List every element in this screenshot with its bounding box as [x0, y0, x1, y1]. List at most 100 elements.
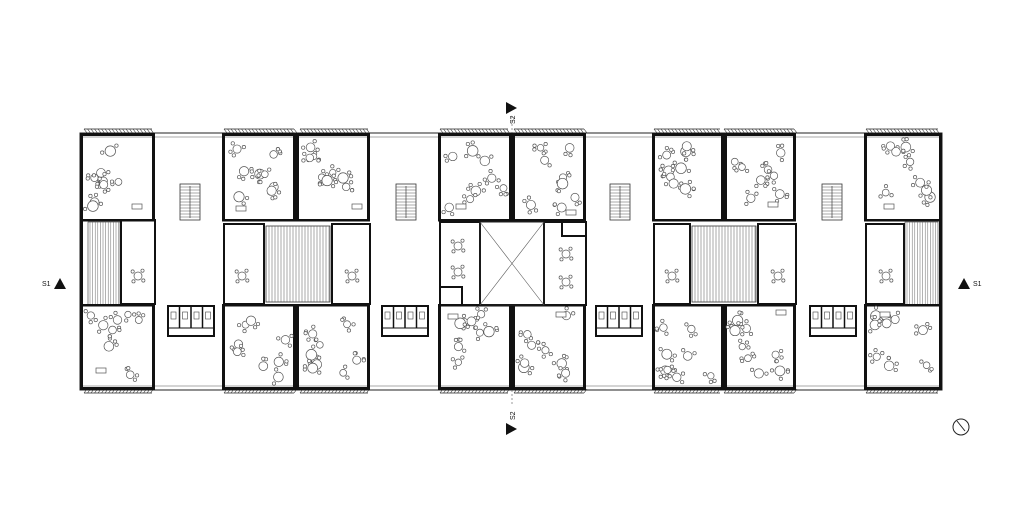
wall [864, 304, 942, 307]
table-with-chairs [233, 191, 250, 206]
table-with-chairs [670, 160, 691, 174]
meeting-table [130, 268, 146, 284]
table-with-chairs [776, 143, 786, 163]
section-marker-s2-bottom: S2 [506, 390, 517, 435]
table-with-chairs [464, 140, 479, 159]
table-with-chairs [556, 366, 571, 383]
stair [609, 183, 631, 221]
table-with-chairs [342, 180, 355, 193]
table-with-chairs [450, 355, 465, 370]
table-with-chairs [97, 315, 109, 334]
wall [509, 304, 512, 390]
table-with-chairs [702, 372, 717, 385]
table-with-chairs [744, 189, 759, 206]
table-with-chairs [681, 348, 697, 361]
table-with-chairs [483, 322, 500, 338]
table-with-chairs [750, 367, 769, 379]
table-with-chairs [658, 347, 677, 363]
meeting-table [664, 268, 680, 284]
table-with-chairs [276, 333, 294, 348]
wall [438, 304, 441, 390]
table-with-chairs [473, 325, 484, 341]
wall [652, 133, 655, 221]
shading-strip [439, 128, 510, 134]
wall [939, 133, 942, 390]
shading-strip [723, 128, 798, 134]
small-room [757, 223, 797, 305]
table-with-chairs [734, 163, 750, 173]
table-with-chairs [83, 200, 103, 212]
table-with-chairs [868, 314, 883, 334]
table-with-chairs [658, 365, 672, 379]
table-with-chairs [229, 343, 246, 358]
table-with-chairs [738, 319, 754, 337]
wall [80, 304, 155, 307]
wall [296, 304, 299, 390]
table-with-chairs [340, 316, 356, 333]
shading-strip [513, 388, 588, 394]
table-with-chairs [684, 322, 698, 338]
wall [652, 219, 724, 222]
section-marker-s1-left: S1 [42, 278, 66, 289]
stair [395, 183, 417, 221]
table-with-chairs [466, 181, 486, 197]
wall [152, 304, 155, 390]
meeting-table [558, 274, 574, 290]
toilet-block [595, 305, 643, 337]
table-with-chairs [269, 147, 283, 159]
desk [95, 367, 107, 374]
table-with-chairs [772, 187, 790, 204]
table-with-chairs [245, 315, 261, 330]
wall [222, 387, 370, 390]
toilet-blocks [167, 305, 857, 337]
wall [724, 304, 796, 307]
small-room [653, 223, 691, 305]
stair [179, 183, 201, 221]
table-with-chairs [453, 337, 467, 353]
desk [883, 203, 895, 210]
wall [512, 219, 586, 222]
table-with-chairs [891, 147, 906, 157]
table-with-chairs [124, 366, 140, 382]
table-with-chairs [532, 141, 548, 154]
table-with-chairs [725, 321, 745, 337]
wall [80, 219, 155, 222]
table-with-chairs [552, 202, 567, 217]
table-with-chairs [109, 178, 123, 187]
small-room [331, 223, 371, 305]
wall [652, 387, 796, 390]
table-with-chairs [100, 143, 119, 157]
svg-text:S1: S1 [42, 281, 51, 288]
table-with-chairs [94, 176, 111, 194]
wall [438, 387, 586, 390]
small-room [120, 219, 156, 305]
meeting-table [878, 268, 894, 284]
toilet-block [167, 305, 215, 337]
table-with-chairs [473, 306, 488, 322]
table-with-chairs [302, 358, 322, 375]
wall [583, 133, 586, 221]
table-with-chairs [303, 324, 318, 342]
svg-text:S2: S2 [510, 411, 517, 420]
stairs [179, 183, 843, 303]
table-with-chairs [654, 318, 669, 336]
table-with-chairs [883, 355, 899, 373]
wall [724, 304, 727, 390]
table-with-chairs [228, 141, 246, 158]
table-with-chairs [919, 359, 934, 373]
table-with-chairs [911, 175, 929, 189]
wall [721, 304, 724, 390]
wall [296, 304, 370, 307]
wall [222, 304, 225, 390]
table-with-chairs [333, 170, 354, 185]
wall [80, 133, 83, 390]
table-with-chairs [256, 167, 272, 179]
wall [296, 219, 370, 222]
desk [447, 313, 459, 320]
shading-strip [513, 128, 588, 134]
wall [293, 304, 296, 390]
svg-text:S2: S2 [510, 115, 517, 124]
meeting-table [344, 268, 360, 284]
table-with-chairs [771, 348, 784, 364]
